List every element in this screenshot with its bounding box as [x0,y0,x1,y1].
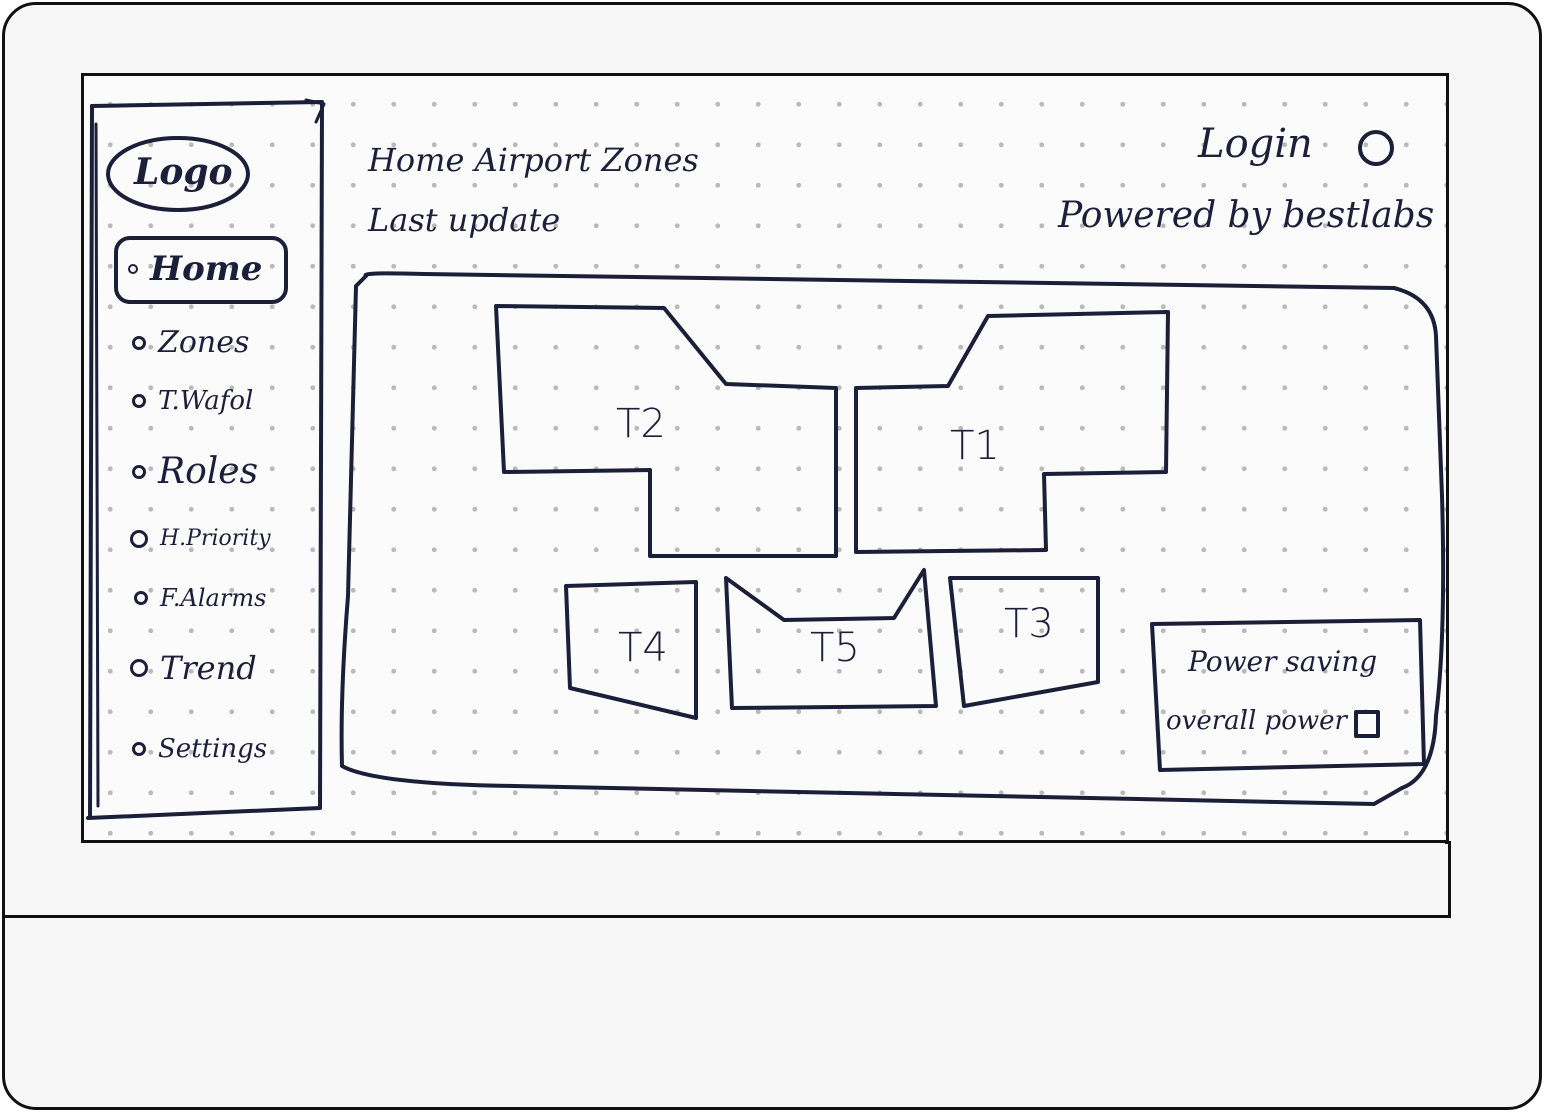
circle-bullet-icon [132,336,146,350]
sidebar-item-label: Zones [158,325,250,360]
circle-bullet-icon [130,530,148,548]
sidebar-item-label: Home [150,249,263,289]
circle-bullet-icon [128,264,138,274]
wireframe-sketch: Logo Home Zones T.Wafol Roles H.Priority… [81,73,1449,843]
sketch-lines [86,98,1446,820]
circle-bullet-icon [134,591,148,605]
login-avatar-circle [1358,130,1394,166]
map-container-border [339,271,1446,806]
logo-oval [106,136,250,212]
page-title: Home Airport Zones [368,141,699,179]
sidebar-item-label: Roles [158,451,259,492]
circle-bullet-icon [132,742,146,756]
power-toggle-shape [1354,710,1380,738]
last-update-label: Last update [368,201,561,239]
zone-t2[interactable]: T2 [616,401,666,447]
zone-t1[interactable]: T1 [950,423,1000,469]
zone-t5[interactable]: T5 [810,625,860,671]
zone-t3-shape [948,576,1100,708]
sidebar-item-label: Settings [158,734,268,764]
circle-bullet-icon [132,465,146,479]
zone-t5-shape [724,568,938,710]
circle-bullet-icon [130,659,148,677]
powered-by-label: Powered by bestlabs [1058,195,1435,236]
sidebar-item-label: Trend [160,649,257,687]
zone-t1-shape [854,310,1170,554]
sidebar-border [86,100,324,820]
sidebar-item-hpriority[interactable]: H.Priority [130,528,271,550]
zone-t2-shape [494,304,838,558]
sidebar-item-zones[interactable]: Zones [132,328,249,358]
home-active-box [114,236,288,304]
power-saving-title: Power saving [1188,645,1378,678]
login-link[interactable]: Login [1198,121,1313,167]
sidebar-item-twafol[interactable]: T.Wafol [132,388,253,414]
device-frame-edge [5,841,1451,918]
zone-t3[interactable]: T3 [1004,601,1054,647]
sidebar-item-label: T.Wafol [158,386,254,416]
sidebar-item-falarms[interactable]: F.Alarms [134,586,266,610]
power-toggle[interactable] [1354,710,1382,740]
logo[interactable]: Logo [134,151,233,193]
sidebar-item-roles[interactable]: Roles [132,454,258,490]
sidebar-item-home[interactable]: Home [128,252,262,286]
overall-power-label: overall power [1166,706,1347,736]
zone-t4[interactable]: T4 [618,625,668,671]
sidebar-item-settings[interactable]: Settings [132,736,267,762]
power-panel-border [1150,618,1426,772]
circle-bullet-icon [132,394,146,408]
sidebar-item-trend[interactable]: Trend [130,652,257,684]
sidebar-item-label: H.Priority [160,526,271,551]
zone-t4-shape [564,580,698,720]
sidebar-item-label: F.Alarms [160,584,267,612]
